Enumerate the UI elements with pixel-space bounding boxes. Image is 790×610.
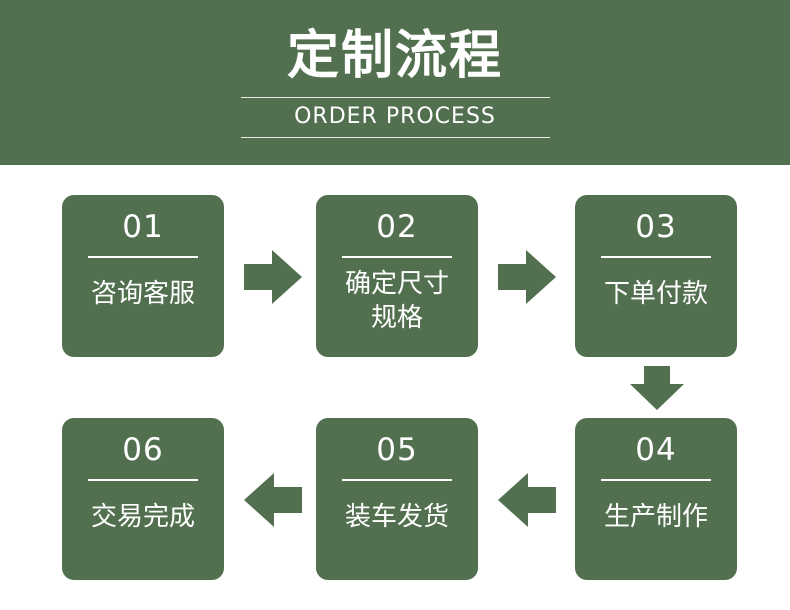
step-04-box: 04 生产制作 <box>575 418 737 580</box>
step-divider <box>601 256 711 258</box>
step-05-box: 05 装车发货 <box>316 418 478 580</box>
step-label: 下单付款 <box>603 279 708 309</box>
step-label: 装车发货 <box>344 502 449 532</box>
step-number: 05 <box>376 432 418 468</box>
arrow-down-icon <box>630 366 684 410</box>
step-number: 03 <box>635 209 677 245</box>
page-subtitle: ORDER PROCESS <box>294 104 496 129</box>
arrow-left-icon <box>244 473 302 527</box>
step-label: 交易完成 <box>90 502 195 532</box>
step-02-box: 02 确定尺寸 规格 <box>316 195 478 357</box>
step-06-box: 06 交易完成 <box>62 418 224 580</box>
page-title: 定制流程 <box>286 26 503 86</box>
step-divider <box>342 256 452 258</box>
step-divider <box>342 479 452 481</box>
subtitle-rule-top <box>241 97 550 98</box>
step-divider <box>88 256 198 258</box>
step-number: 01 <box>122 209 164 245</box>
step-number: 02 <box>376 209 418 245</box>
step-divider <box>601 479 711 481</box>
subtitle-rule-bottom <box>241 137 550 138</box>
step-label: 生产制作 <box>603 502 708 532</box>
step-label: 咨询客服 <box>90 279 195 309</box>
arrow-right-icon <box>244 250 302 304</box>
step-03-box: 03 下单付款 <box>575 195 737 357</box>
step-number: 04 <box>635 432 677 468</box>
step-number: 06 <box>122 432 164 468</box>
step-divider <box>88 479 198 481</box>
arrow-right-icon <box>498 250 556 304</box>
step-01-box: 01 咨询客服 <box>62 195 224 357</box>
header-banner: 定制流程 ORDER PROCESS <box>0 0 790 165</box>
arrow-left-icon <box>498 473 556 527</box>
step-label: 确定尺寸 规格 <box>344 269 449 333</box>
